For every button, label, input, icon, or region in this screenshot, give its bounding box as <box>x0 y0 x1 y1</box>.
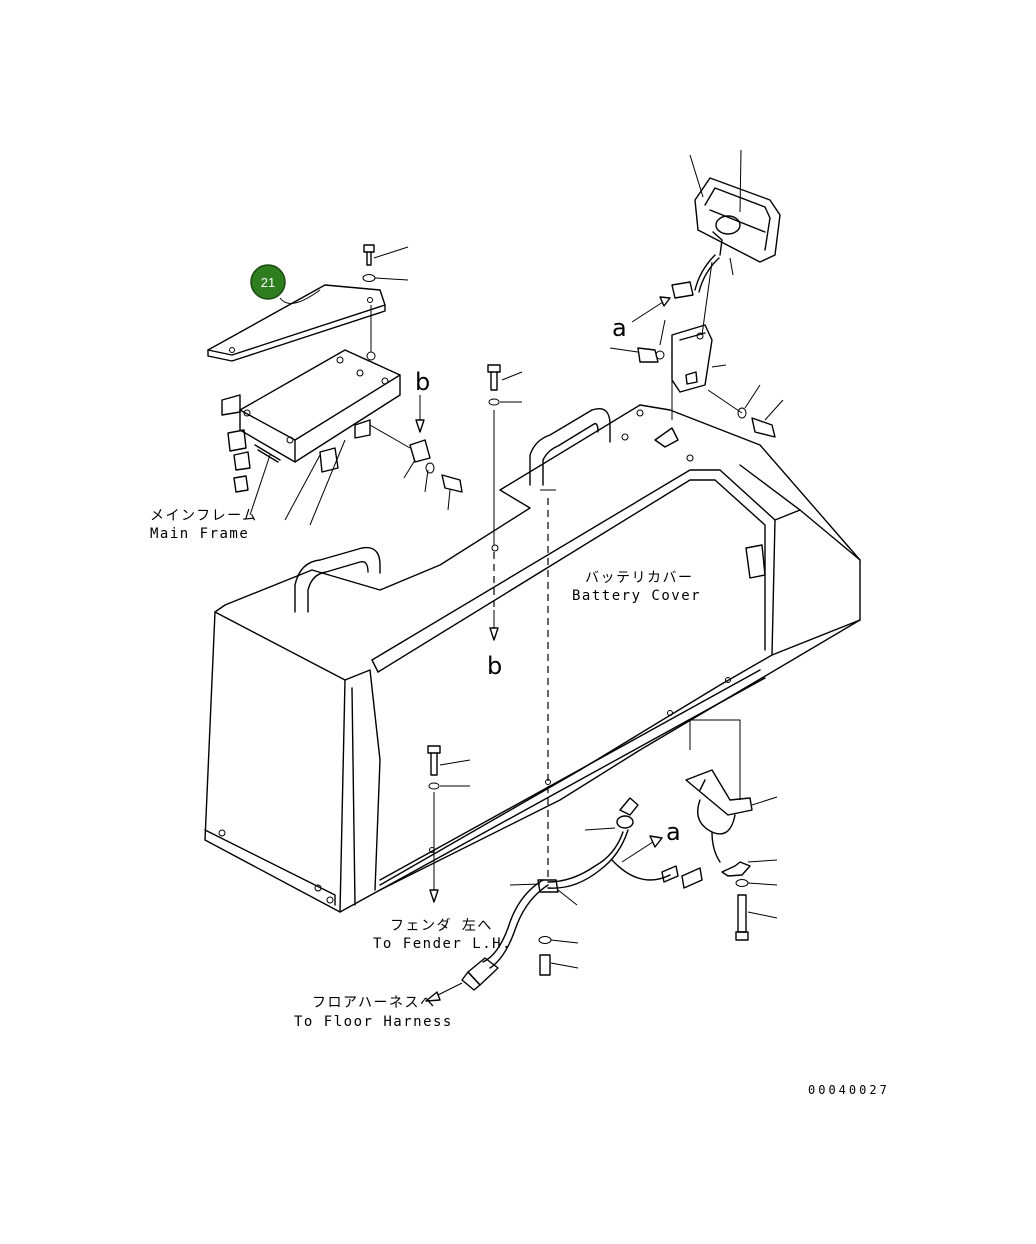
callout-badge-21[interactable]: 21 <box>250 264 321 304</box>
ref-letter-b-top: b <box>415 368 430 396</box>
work-lamp <box>609 149 784 438</box>
ref-letter-b-bottom: b <box>487 652 502 680</box>
ref-letter-a-top: a <box>612 314 627 342</box>
ref-letter-a-bottom: a <box>666 818 681 846</box>
label-battery-cover-jp: バッテリカバー <box>585 570 694 586</box>
drawing-code: 00040027 <box>808 1083 890 1097</box>
label-main-frame-jp: メインフレーム <box>150 508 258 524</box>
lower-harness <box>461 719 778 991</box>
label-floor-harness-en: To Floor Harness <box>294 1014 453 1030</box>
controller-box <box>221 349 401 493</box>
label-floor-harness-jp: フロアハーネスへ <box>312 995 435 1011</box>
callout-badge-number[interactable]: 21 <box>261 275 275 290</box>
arrow-b-top <box>415 395 425 433</box>
label-fender-en: To Fender L.H. <box>373 936 512 952</box>
center-bolts <box>427 364 579 976</box>
label-battery-cover-en: Battery Cover <box>572 588 701 604</box>
callout-badge-circle[interactable] <box>250 264 286 300</box>
battery-cover <box>204 404 861 913</box>
label-main-frame-en: Main Frame <box>150 526 249 542</box>
bolt-group-top <box>249 244 463 526</box>
main-frame-bracket <box>207 284 386 362</box>
label-fender-jp: フェンダ 左へ <box>390 918 493 934</box>
floor-harness-arrow <box>425 982 463 1002</box>
